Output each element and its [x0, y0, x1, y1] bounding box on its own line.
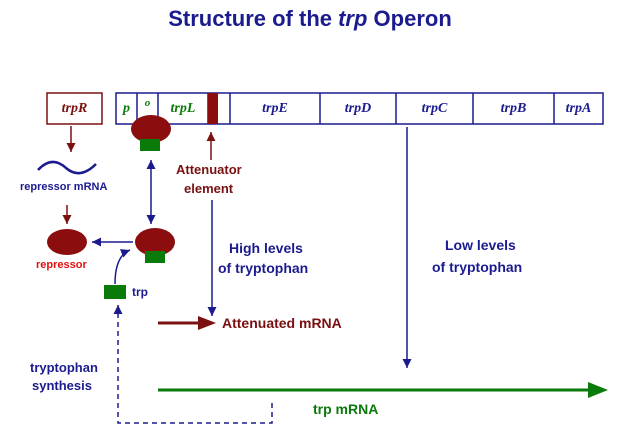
diagram-title: Structure of the trp Operon	[168, 6, 452, 31]
trpE-label: trpE	[262, 100, 288, 116]
repressor-mrna-wave	[37, 160, 97, 175]
low-levels-line2: of tryptophan	[432, 259, 523, 275]
trp-mrna-label: trp mRNA	[313, 401, 379, 417]
repressor-mrna-label: repressor mRNA	[20, 181, 108, 193]
trpD-label: trpD	[344, 100, 372, 116]
trp-label: trp	[132, 285, 148, 299]
operon-box	[115, 92, 604, 125]
attenuated-mrna-label: Attenuated mRNA	[222, 315, 342, 331]
high-levels-line1: High levels	[229, 240, 303, 256]
promoter-label: p	[123, 100, 130, 116]
operator-label: o	[144, 97, 151, 109]
trpR-box	[46, 92, 103, 125]
operator-trp-block	[140, 139, 160, 151]
operator-repressor-shape	[131, 115, 171, 143]
attenuator-element	[208, 93, 218, 124]
repressor-label: repressor	[36, 259, 87, 271]
attenuator-label-line1: Attenuator	[176, 162, 242, 177]
active-repressor-trp-block	[145, 251, 165, 263]
attenuated-mrna-arrowhead	[198, 316, 216, 330]
low-levels-line1: Low levels	[445, 237, 516, 253]
tryptophan-synthesis-line2: synthesis	[32, 378, 92, 393]
attenuator-label-line2: element	[184, 181, 234, 196]
tryptophan-synthesis-line1: tryptophan	[30, 360, 98, 375]
high-levels-line2: of tryptophan	[218, 260, 309, 276]
trp-block	[104, 285, 126, 299]
active-repressor-shape	[135, 228, 175, 256]
trpR-label: trpR	[61, 100, 88, 116]
repressor-shape	[47, 229, 87, 255]
trpC-label: trpC	[421, 100, 448, 116]
trpA-label: trpA	[565, 100, 592, 116]
trp-binding-arrow	[114, 249, 131, 285]
trp-mrna-arrowhead	[588, 382, 608, 398]
trpL-label: trpL	[170, 100, 196, 116]
feedback-dashed-line	[113, 305, 273, 424]
trpB-label: trpB	[500, 100, 527, 116]
